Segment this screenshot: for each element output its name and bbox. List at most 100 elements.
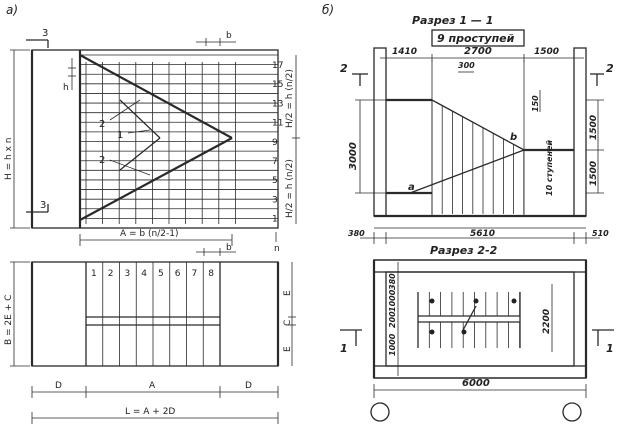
top-dims: 1410 2700 1500 300 xyxy=(380,46,584,73)
svg-text:6000: 6000 xyxy=(462,378,490,389)
svg-text:3: 3 xyxy=(42,28,48,39)
callout-leader xyxy=(109,99,141,121)
upper-flight xyxy=(431,99,525,151)
riser-dim: 150 xyxy=(531,90,541,112)
riser-number: 11 xyxy=(272,119,283,129)
svg-text:510: 510 xyxy=(592,229,609,238)
left-wall-column xyxy=(373,47,387,217)
bottom-dims: 380 5610 510 xyxy=(348,229,609,244)
svg-text:a: a xyxy=(408,182,415,193)
svg-text:L = A + 2D: L = A + 2D xyxy=(125,407,175,417)
riser-number: 7 xyxy=(272,157,278,167)
svg-text:300: 300 xyxy=(458,61,475,70)
svg-text:3000: 3000 xyxy=(348,142,359,170)
svg-text:1500: 1500 xyxy=(589,115,599,140)
dim-b-top: b xyxy=(196,31,236,46)
dim-h: h xyxy=(63,58,76,93)
panel-b-label: б) xyxy=(322,3,334,17)
svg-text:D: D xyxy=(245,381,252,391)
panel-a-label: а) xyxy=(6,3,18,17)
svg-text:D: D xyxy=(55,381,62,391)
dim-DAD: D A D xyxy=(31,381,279,398)
section-1-1: a b xyxy=(373,47,587,229)
step-number: 3 xyxy=(125,269,131,279)
riser-number: 13 xyxy=(272,99,283,109)
height-dims: 3000 1500 1500 10 ступеней xyxy=(348,99,604,196)
steps-label: 9 проступей xyxy=(431,29,525,47)
riser-number: 17 xyxy=(272,61,283,71)
dim-b-plan: b xyxy=(196,243,236,256)
section-mark-3-bottom: 3 xyxy=(26,200,49,213)
svg-text:1000: 1000 xyxy=(388,289,397,312)
dim-L: L = A + 2D xyxy=(31,407,279,424)
flight-inner-line-2 xyxy=(119,137,161,171)
svg-text:A = b (n/2-1): A = b (n/2-1) xyxy=(120,229,178,239)
svg-text:380: 380 xyxy=(348,229,365,238)
svg-text:5610: 5610 xyxy=(470,229,495,239)
step-number: 6 xyxy=(175,269,181,279)
section-2-2-title: Разрез 2-2 xyxy=(430,244,498,257)
riser-number: 1 xyxy=(272,215,278,225)
step-number: 4 xyxy=(141,269,147,279)
grid-axis-left xyxy=(370,402,390,422)
svg-text:380: 380 xyxy=(388,273,397,290)
elevation-frame xyxy=(31,49,279,229)
svg-text:10 ступеней: 10 ступеней xyxy=(545,140,554,196)
plan-dims: 380 1000 200 1000 2200 xyxy=(388,262,553,376)
step-number: 7 xyxy=(192,269,198,279)
svg-text:h: h xyxy=(63,83,69,93)
svg-text:2200: 2200 xyxy=(542,309,552,334)
step-number: 2 xyxy=(108,269,114,279)
panel-a-elevation: 2 1 2 xyxy=(30,49,279,229)
svg-text:E: E xyxy=(283,346,293,352)
lower-flight-line xyxy=(79,137,233,221)
width-dim: 6000 xyxy=(370,378,587,422)
svg-text:C: C xyxy=(283,320,293,326)
svg-text:2700: 2700 xyxy=(464,46,492,57)
tread-lines xyxy=(85,62,236,224)
upper-flight-line xyxy=(79,54,233,139)
step-number: 8 xyxy=(208,269,214,279)
svg-text:1000: 1000 xyxy=(388,333,397,356)
dim-B: B = 2E + C xyxy=(4,261,30,367)
section-2-2 xyxy=(372,259,588,379)
section-mark-2: 2 2 xyxy=(340,62,614,86)
riser-number: 15 xyxy=(272,80,283,90)
svg-text:2: 2 xyxy=(340,62,348,75)
svg-text:1: 1 xyxy=(606,342,614,355)
svg-text:9 проступей: 9 проступей xyxy=(437,32,515,45)
callout-2-bottom: 2 xyxy=(99,155,105,166)
lower-flight xyxy=(409,149,525,194)
step-number: 1 xyxy=(91,269,97,279)
right-wall-column xyxy=(573,47,587,217)
section-mark-1: 1 1 xyxy=(340,329,614,355)
svg-text:H/2 = h (n/2): H/2 = h (n/2) xyxy=(285,159,295,218)
dim-H2: H/2 = h (n/2) H/2 = h (n/2) n xyxy=(274,55,300,254)
svg-text:200: 200 xyxy=(388,311,397,328)
section-mark-3-top: 3 xyxy=(26,28,49,48)
dim-ECE: E C E xyxy=(283,262,296,366)
svg-text:B = 2E + C: B = 2E + C xyxy=(4,295,14,345)
svg-text:A: A xyxy=(149,381,156,391)
svg-text:b: b xyxy=(510,132,517,143)
svg-text:1500: 1500 xyxy=(534,47,559,57)
grid-axis-right xyxy=(562,402,582,422)
plan-frame xyxy=(31,261,279,367)
svg-text:1410: 1410 xyxy=(392,47,417,57)
svg-text:2: 2 xyxy=(606,62,614,75)
callout-2-top: 2 xyxy=(99,119,105,130)
dim-H: H = h x n xyxy=(4,49,30,229)
svg-text:H/2 = h (n/2): H/2 = h (n/2) xyxy=(285,69,295,128)
section-1-1-title: Разрез 1 — 1 xyxy=(412,14,493,27)
svg-text:b: b xyxy=(226,243,232,253)
riser-number: 9 xyxy=(272,138,278,148)
callout-leader xyxy=(109,159,151,176)
svg-text:b: b xyxy=(226,31,232,41)
svg-text:1: 1 xyxy=(340,342,348,355)
svg-text:E: E xyxy=(283,290,293,296)
step-number: 5 xyxy=(158,269,164,279)
riser-number: 5 xyxy=(272,176,278,186)
